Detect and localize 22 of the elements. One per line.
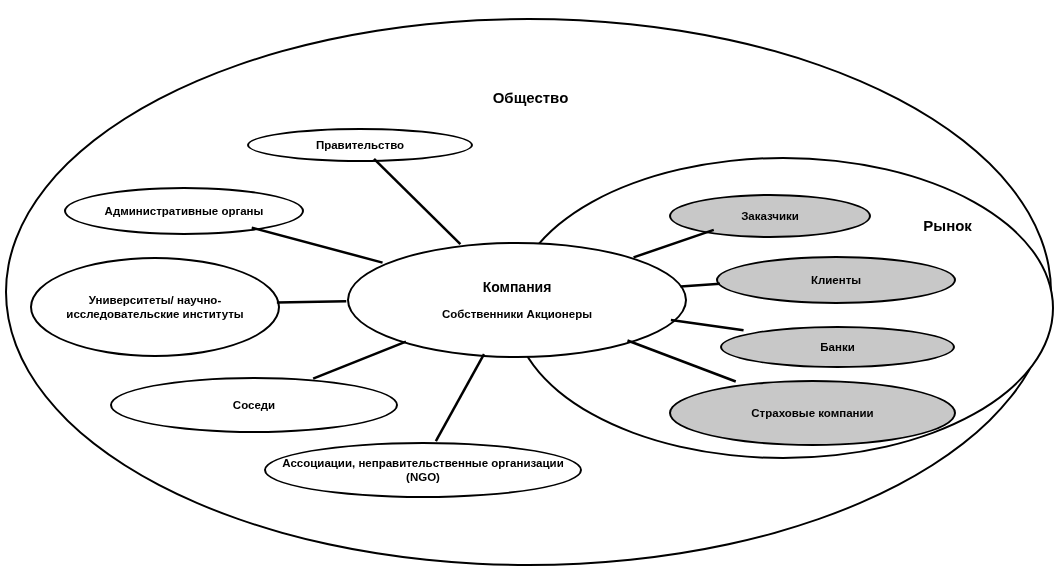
node-label: Ассоциации, неправительственные организации (NGO) [281,455,565,485]
node-label: Университеты/ научно-исследовательские институты [65,292,245,322]
node-label: Административные органы [104,203,264,219]
connector-line [312,340,407,380]
node-label: Банки [820,339,855,355]
node-label: Страховые компании [751,405,874,421]
node-label: Клиенты [810,272,862,288]
group-title: Рынок [923,216,972,234]
connector-line [251,226,383,264]
connector-line [670,318,744,332]
node-label: Соседи [232,397,276,413]
node-heading: Компания [482,279,552,297]
node-label: Заказчики [741,208,799,224]
node-label: Собственники Акционеры [442,306,592,321]
connector-line [680,282,721,288]
group-title: Общество [492,88,569,106]
node-label: Правительство [315,137,405,153]
connector-line [627,339,737,383]
connector-line [373,157,462,245]
connector-line [633,228,715,259]
connector-line [434,353,486,442]
connector-line [276,300,347,304]
